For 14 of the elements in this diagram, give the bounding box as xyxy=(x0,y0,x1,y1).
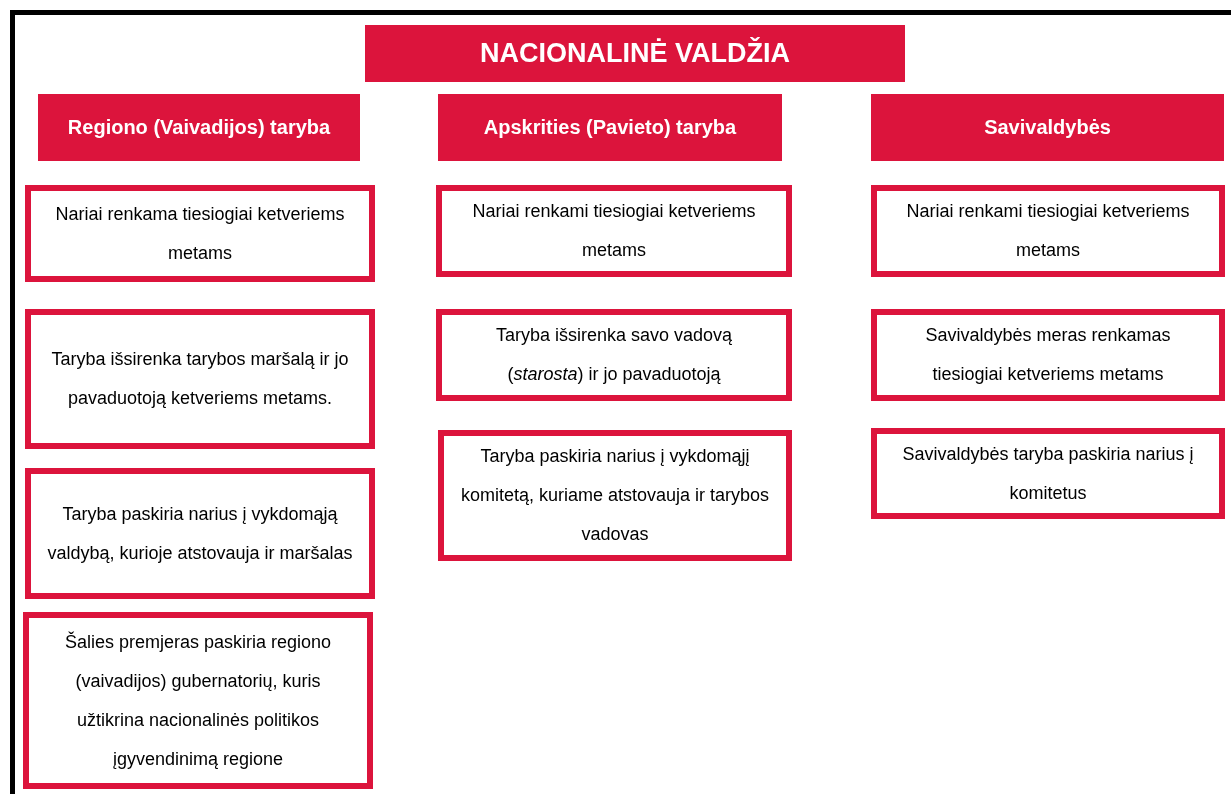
info-box: Taryba paskiria narius į vykdomąjį komitetą, kuriame atstovauja ir tarybos vadovas xyxy=(438,430,792,561)
title-banner: NACIONALINĖ VALDŽIA xyxy=(365,25,905,82)
column-header: Regiono (Vaivadijos) taryba xyxy=(38,94,360,161)
info-box: Savivaldybės meras renkamas tiesiogiai ketveriems metams xyxy=(871,309,1225,401)
info-box: Taryba išsirenka tarybos maršalą ir jo pavaduotoją ketveriems metams. xyxy=(25,309,375,449)
info-box: Nariai renkami tiesiogiai ketveriems metams xyxy=(436,185,792,277)
info-box: Šalies premjeras paskiria regiono (vaivadijos) gubernatorių, kuris užtikrina nacionalinės politikos įgyvendinimą regione xyxy=(23,612,373,789)
column-header: Savivaldybės xyxy=(871,94,1224,161)
info-box: Savivaldybės taryba paskiria narius į komitetus xyxy=(871,428,1225,519)
info-box: Taryba išsirenka savo vadovą (starosta) ir jo pavaduotoją xyxy=(436,309,792,401)
info-box: Nariai renkama tiesiogiai ketveriems metams xyxy=(25,185,375,282)
column-header: Apskrities (Pavieto) taryba xyxy=(438,94,782,161)
info-box: Nariai renkami tiesiogiai ketveriems metams xyxy=(871,185,1225,277)
info-box: Taryba paskiria narius į vykdomąją valdybą, kurioje atstovauja ir maršalas xyxy=(25,468,375,599)
